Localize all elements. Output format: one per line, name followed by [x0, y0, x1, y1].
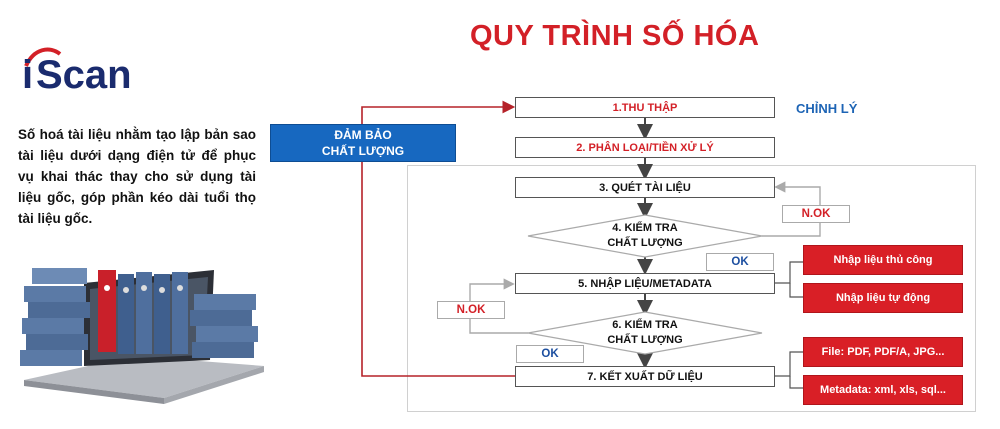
step-3-scan: 3. QUÉT TÀI LIỆU	[515, 177, 775, 198]
branch-input	[775, 261, 803, 284]
diamond-step-4	[527, 214, 763, 258]
step-4-line-2: CHẤT LƯỢNG	[607, 237, 683, 249]
quality-line-2: CHẤT LƯỢNG	[321, 144, 405, 158]
step-2-classify: 2. PHÂN LOẠI/TIỀN XỬ LÝ	[515, 137, 775, 158]
step-6-line-1: 6. KIỂM TRA	[612, 319, 678, 331]
step-1-collect: 1.THU THẬP	[515, 97, 775, 118]
branch-export-2	[789, 376, 803, 389]
binder-stack-right	[190, 294, 258, 358]
ok-tag-export: OK	[516, 345, 584, 363]
step-4-quality-check: 4. KIỂM TRA CHẤT LƯỢNG	[585, 221, 705, 251]
step-7-export: 7. KẾT XUẤT DỮ LIỆU	[515, 366, 775, 387]
branch-input-2	[789, 283, 803, 298]
branch-export	[775, 351, 803, 377]
output-file-formats: File: PDF, PDF/A, JPG...	[803, 337, 963, 367]
laptop-binders-illustration	[20, 268, 264, 404]
binder-stack-left	[20, 268, 90, 366]
quality-line-1: ĐẢM BẢO	[334, 128, 392, 142]
intro-paragraph: Số hoá tài liệu nhằm tạo lập bản sao tài…	[18, 127, 256, 226]
diamond-step-6	[527, 311, 763, 355]
iscan-logo: i Scan	[22, 47, 132, 94]
quality-loop-line	[361, 100, 516, 377]
binder-upright	[98, 270, 188, 354]
output-metadata-formats: Metadata: xml, xls, sql...	[803, 375, 963, 405]
step-5-data-entry: 5. NHẬP LIỆU/METADATA	[515, 273, 775, 294]
nok-tag-entry: N.OK	[437, 301, 505, 319]
output-manual-input: Nhập liệu thủ công	[803, 245, 963, 275]
logo-scan: Scan	[36, 53, 132, 94]
output-auto-input: Nhập liệu tự động	[803, 283, 963, 313]
ok-tag-data-entry: OK	[706, 253, 774, 271]
step-6-quality-check: 6. KIỂM TRA CHẤT LƯỢNG	[585, 318, 705, 348]
step-6-line-2: CHẤT LƯỢNG	[607, 334, 683, 346]
quality-assurance-box: ĐẢM BẢO CHẤT LƯỢNG	[270, 124, 456, 162]
logo-i: i	[22, 53, 33, 94]
nok-tag-scan: N.OK	[782, 205, 850, 223]
page-title: QUY TRÌNH SỐ HÓA	[470, 20, 760, 52]
logo-swoosh	[24, 47, 62, 67]
step-4-line-1: 4. KIỂM TRA	[612, 222, 678, 234]
chinh-ly-label: CHỈNH LÝ	[796, 101, 858, 116]
